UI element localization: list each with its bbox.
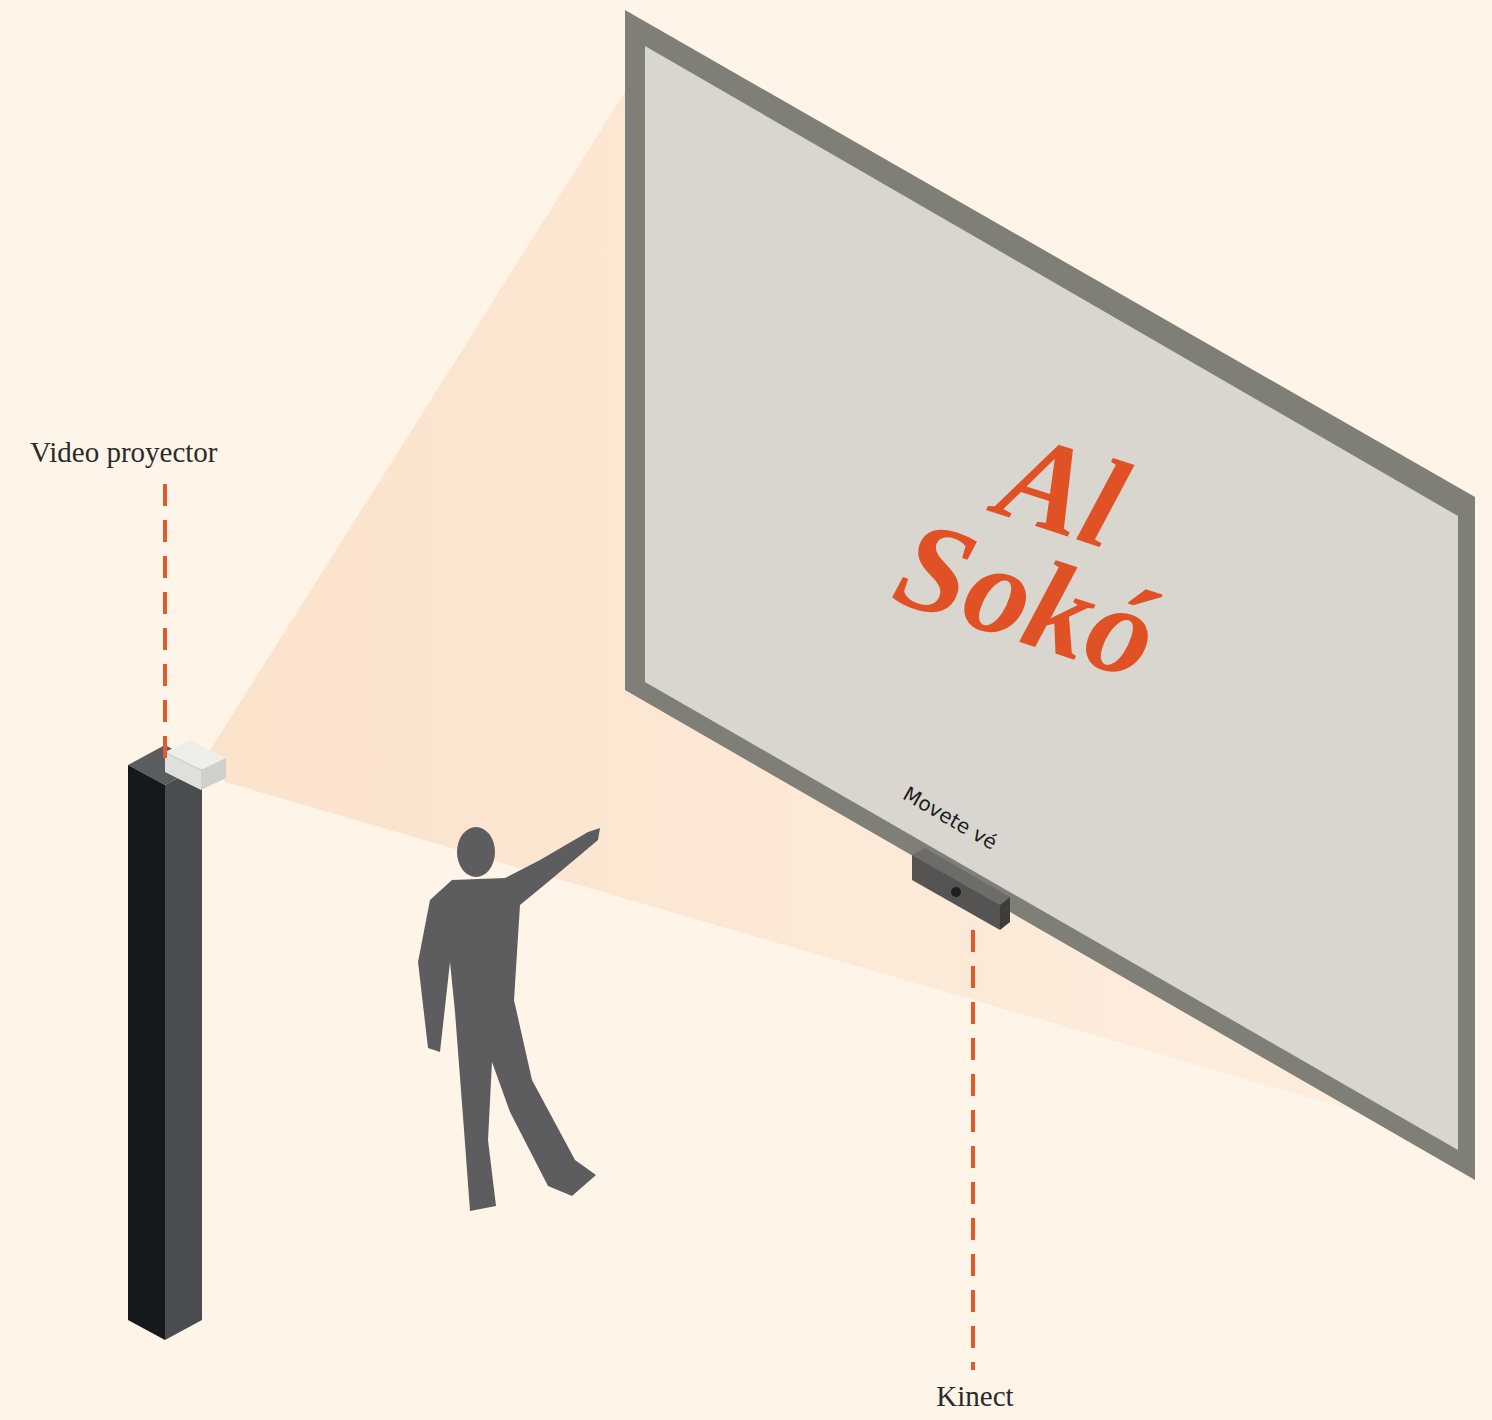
person-silhouette xyxy=(418,827,600,1211)
part-label: Kinect xyxy=(936,1380,1013,1413)
screen-surface xyxy=(645,46,1458,1150)
part-label: Video proyector xyxy=(30,436,218,469)
projector-pillar xyxy=(128,740,226,1340)
kinect-sensor xyxy=(912,848,1010,930)
leader-line xyxy=(971,930,975,1370)
leader-line xyxy=(163,484,167,766)
projection-screen: Al SokóMovete vé xyxy=(625,10,1475,1180)
screen-frame xyxy=(625,10,1475,1180)
